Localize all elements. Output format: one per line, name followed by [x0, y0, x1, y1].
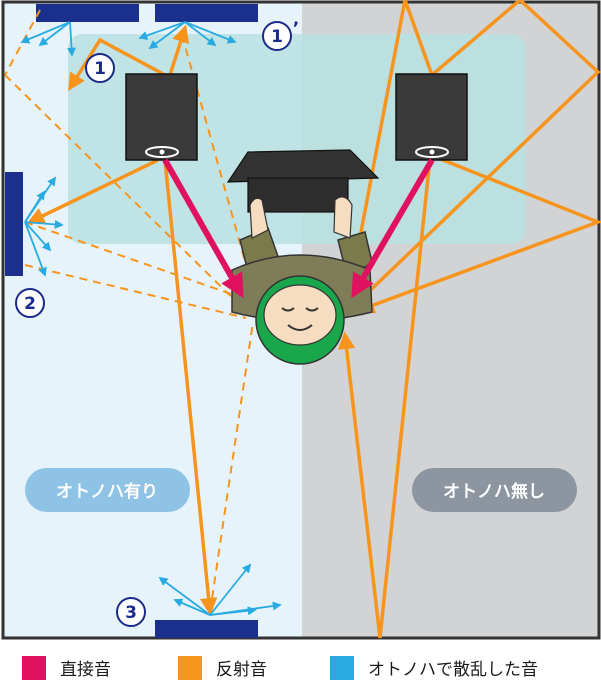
svg-text:’: ’	[293, 19, 299, 39]
legend-label-reflected: 反射音	[216, 660, 267, 680]
panel-number-3: 3	[116, 597, 146, 627]
panel-bottom	[155, 620, 258, 638]
scattered-sound	[20, 21, 282, 616]
legend-label-direct: 直接音	[60, 660, 111, 680]
panel-top-left-1	[36, 4, 139, 22]
speaker-right	[395, 73, 468, 161]
panel-top-left-2	[155, 4, 258, 22]
reflected-sound-left	[26, 24, 218, 616]
listener	[226, 149, 380, 365]
zone-label-without: オトノハ無し	[412, 468, 577, 512]
svg-text:1: 1	[94, 59, 106, 79]
svg-text:1: 1	[271, 27, 283, 47]
panel-number-2: 2	[15, 288, 45, 318]
legend-swatch-direct	[22, 656, 46, 680]
legend-label-scattered: オトノハで散乱した音	[368, 660, 538, 680]
panel-number-1-prime: 1 ’	[262, 19, 299, 51]
panel-number-1: 1	[85, 53, 115, 83]
panel-left-side	[5, 172, 23, 276]
legend: 直接音 反射音 オトノハで散乱した音	[22, 656, 538, 680]
zone-label-with: オトノハ有り	[25, 468, 190, 512]
room-outline	[1, 0, 601, 640]
speaker-left	[125, 73, 198, 161]
svg-text:3: 3	[125, 603, 137, 623]
legend-swatch-reflected	[178, 656, 202, 680]
svg-text:2: 2	[24, 294, 36, 314]
reflected-sound-right	[337, 0, 601, 639]
legend-swatch-scattered	[330, 656, 354, 680]
svg-text:オトノハ無し: オトノハ無し	[443, 481, 545, 502]
direct-sound	[162, 158, 435, 299]
svg-text:オトノハ有り: オトノハ有り	[56, 481, 158, 502]
